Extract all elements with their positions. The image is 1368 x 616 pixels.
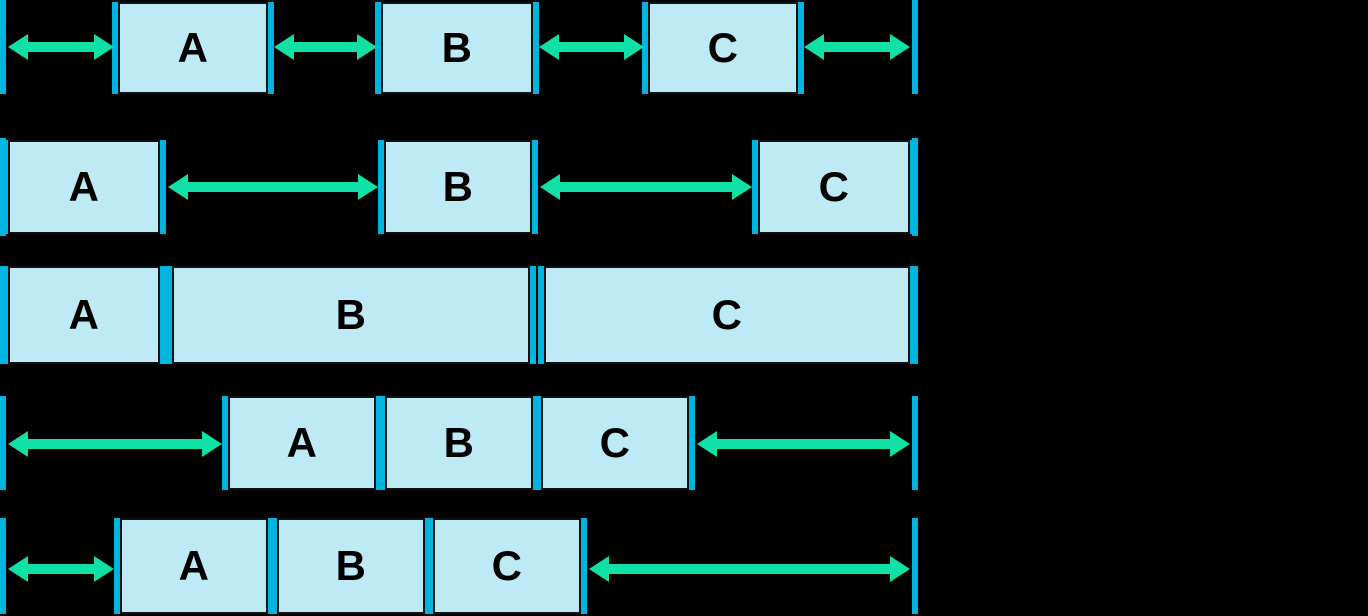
item-left-rail-c [752, 140, 758, 234]
flex-item-label: A [68, 291, 100, 338]
flex-item-label: B [335, 542, 367, 589]
flex-item-c: C [758, 140, 910, 234]
arrow-head-left-icon [274, 34, 294, 60]
flex-item-b: B [381, 2, 533, 94]
arrow-shaft [607, 564, 892, 574]
distribution-row-3: A B C [0, 266, 1368, 364]
flex-item-label: C [711, 291, 743, 338]
arrow-head-right-icon [358, 174, 378, 200]
flex-item-label: A [178, 542, 210, 589]
item-left-rail-a [222, 396, 228, 490]
arrow-head-left-icon [8, 431, 28, 457]
arrow-head-left-icon [589, 556, 609, 582]
flex-item-b: B [277, 518, 425, 614]
flex-item-c: C [648, 2, 798, 94]
item-right-rail-a [160, 266, 166, 364]
container-left-edge-tick [0, 518, 6, 614]
arrow-shaft [186, 182, 360, 192]
item-left-rail-c [538, 266, 544, 364]
item-right-rail-b [533, 2, 539, 94]
container-right-edge-tick [912, 518, 918, 614]
container-left-edge-tick [0, 138, 6, 236]
flex-item-b: B [384, 140, 532, 234]
flex-item-label: A [68, 163, 100, 210]
arrow-head-right-icon [94, 556, 114, 582]
arrow-head-right-icon [890, 34, 910, 60]
container-left-edge-tick [0, 396, 6, 490]
item-right-rail-a [268, 2, 274, 94]
arrow-head-left-icon [697, 431, 717, 457]
arrow-head-right-icon [624, 34, 644, 60]
flex-item-label: B [441, 24, 473, 71]
item-left-rail-b [166, 266, 172, 364]
distribution-row-4: A B C [0, 396, 1368, 490]
arrow-shaft [292, 42, 359, 52]
item-left-rail-b [379, 396, 385, 490]
container-left-edge-tick [0, 0, 6, 94]
item-left-rail-b [271, 518, 277, 614]
item-right-rail-c [581, 518, 587, 614]
arrow-head-right-icon [94, 34, 114, 60]
flex-item-label: B [443, 419, 475, 466]
item-left-rail-a [114, 518, 120, 614]
arrow-head-right-icon [357, 34, 377, 60]
container-right-edge-tick [912, 138, 918, 236]
arrow-head-left-icon [168, 174, 188, 200]
item-right-rail-c [798, 2, 804, 94]
arrow-head-left-icon [8, 556, 28, 582]
flex-item-label: B [442, 163, 474, 210]
arrow-head-right-icon [202, 431, 222, 457]
distribution-row-1: A B C [0, 0, 1368, 94]
arrow-shaft [26, 42, 96, 52]
arrow-head-right-icon [890, 556, 910, 582]
flex-item-label: A [177, 24, 209, 71]
flex-item-a: A [8, 140, 160, 234]
flex-item-label: B [335, 291, 367, 338]
item-left-rail-b [378, 140, 384, 234]
flex-item-c: C [433, 518, 581, 614]
arrow-head-left-icon [8, 34, 28, 60]
arrow-shaft [26, 439, 204, 449]
flex-item-a: A [8, 266, 160, 364]
item-left-rail-c [642, 2, 648, 94]
flex-item-label: A [286, 419, 318, 466]
arrow-shaft [26, 564, 96, 574]
container-right-edge-tick [912, 396, 918, 490]
flex-item-label: C [818, 163, 850, 210]
item-right-rail-b [530, 266, 536, 364]
arrow-head-left-icon [540, 174, 560, 200]
arrow-shaft [558, 182, 734, 192]
flex-item-b: B [385, 396, 533, 490]
flex-item-a: A [228, 396, 376, 490]
item-right-rail-b [532, 140, 538, 234]
item-left-rail-b [375, 2, 381, 94]
flex-item-a: A [120, 518, 268, 614]
arrow-shaft [822, 42, 892, 52]
flex-item-a: A [118, 2, 268, 94]
item-left-rail-c [427, 518, 433, 614]
flex-item-label: C [707, 24, 739, 71]
flex-item-c: C [544, 266, 910, 364]
arrow-head-right-icon [732, 174, 752, 200]
container-right-edge-tick [912, 266, 918, 364]
distribution-row-2: A B C [0, 138, 1368, 236]
container-right-edge-tick [912, 0, 918, 94]
item-left-rail-c [535, 396, 541, 490]
item-left-rail-a [112, 2, 118, 94]
arrow-head-left-icon [539, 34, 559, 60]
flex-item-b: B [172, 266, 530, 364]
arrow-head-left-icon [804, 34, 824, 60]
item-right-rail-a [160, 140, 166, 234]
item-right-rail-c [689, 396, 695, 490]
distribution-row-5: A B C [0, 518, 1368, 614]
arrow-shaft [715, 439, 892, 449]
flex-item-label: C [599, 419, 631, 466]
arrow-head-right-icon [890, 431, 910, 457]
arrow-shaft [557, 42, 626, 52]
container-left-edge-tick [0, 266, 6, 364]
flex-item-label: C [491, 542, 523, 589]
flex-item-c: C [541, 396, 689, 490]
